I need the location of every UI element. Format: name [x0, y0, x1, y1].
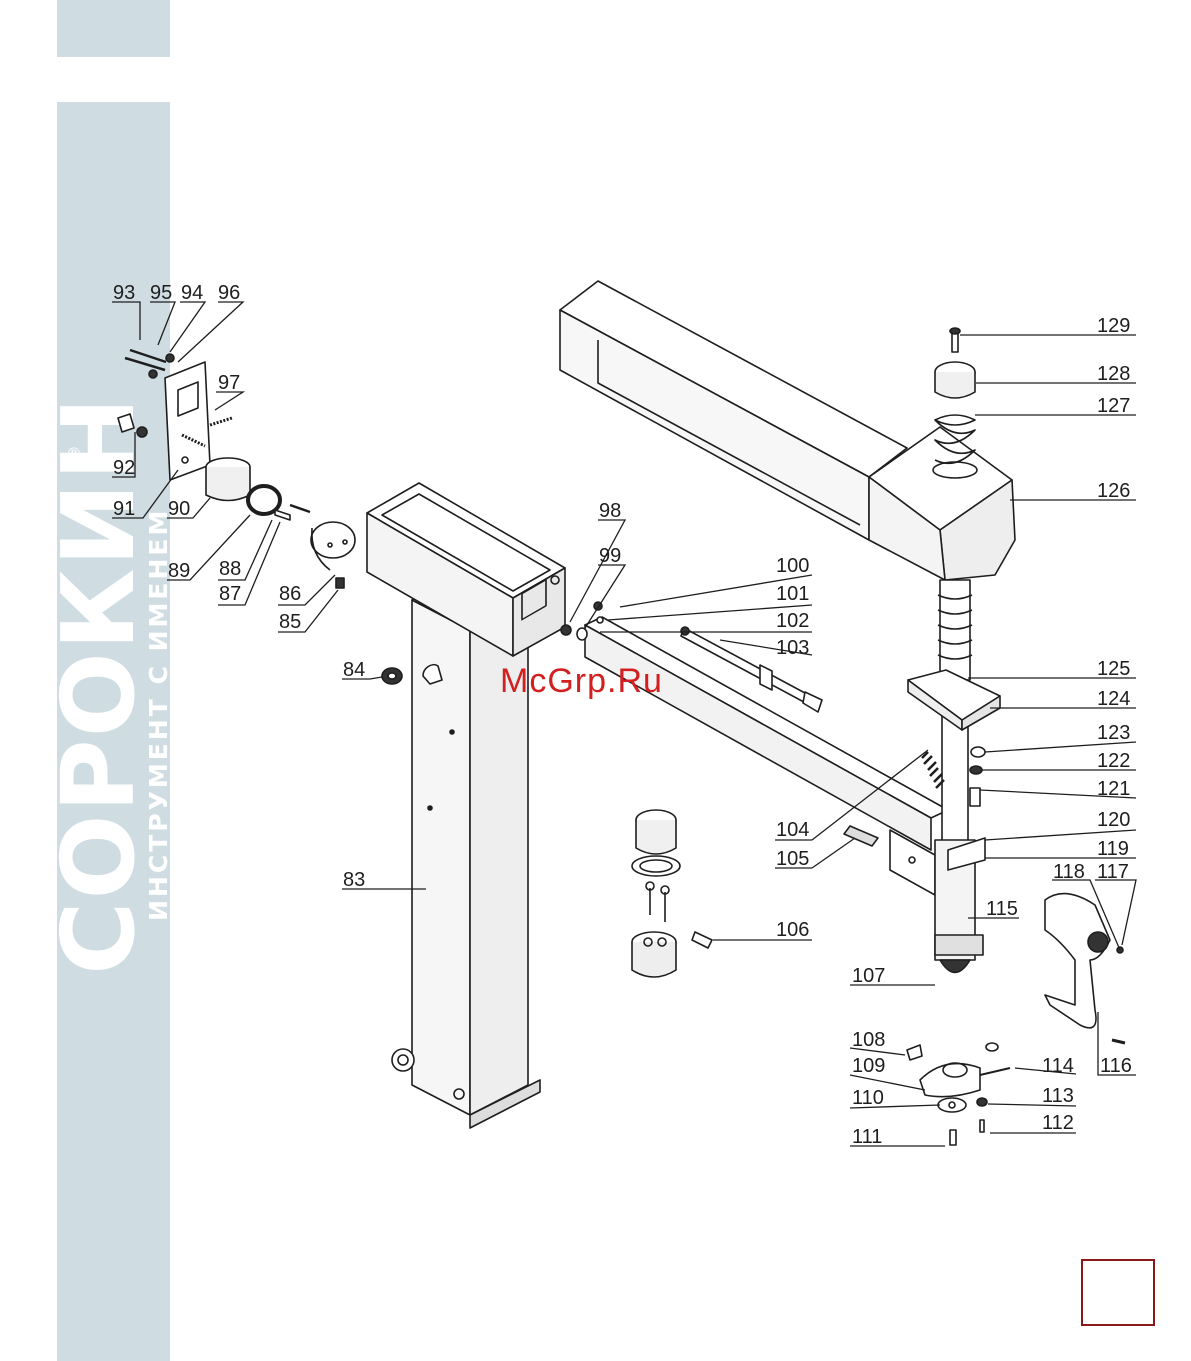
part-label-108: 108	[852, 1029, 885, 1051]
part-label-107: 107	[852, 965, 885, 987]
part-label-123: 123	[1097, 722, 1130, 744]
bellows-column-125	[935, 580, 983, 973]
swing-arm	[585, 617, 948, 895]
part-label-113: 113	[1042, 1085, 1074, 1107]
part-label-92: 92	[113, 457, 135, 479]
part-label-91: 91	[113, 498, 135, 520]
part-label-98: 98	[599, 500, 621, 522]
part-label-122: 122	[1097, 750, 1130, 772]
part-label-110: 110	[852, 1087, 884, 1109]
part-label-103: 103	[776, 637, 809, 659]
part-label-90: 90	[168, 498, 190, 520]
part-label-114: 114	[1042, 1055, 1074, 1077]
part-label-89: 89	[168, 560, 190, 582]
part-label-127: 127	[1097, 395, 1130, 417]
part-label-129: 129	[1097, 315, 1130, 337]
part-label-100: 100	[776, 555, 809, 577]
part-label-96: 96	[218, 282, 240, 304]
part-label-84: 84	[343, 659, 365, 681]
part-label-102: 102	[776, 610, 809, 632]
part-label-109: 109	[852, 1055, 885, 1077]
foot-assembly	[907, 1043, 1010, 1145]
part-label-119: 119	[1097, 838, 1129, 860]
part-label-117: 117	[1097, 861, 1129, 883]
roller-assembly-106	[632, 810, 712, 977]
part-label-95: 95	[150, 282, 172, 304]
part-label-118: 118	[1053, 861, 1085, 883]
part-label-99: 99	[599, 545, 621, 567]
part-label-105: 105	[776, 848, 809, 870]
part-label-125: 125	[1097, 658, 1130, 680]
part-label-121: 121	[1097, 778, 1130, 800]
part-label-83: 83	[343, 869, 365, 891]
part-label-115: 115	[986, 898, 1018, 920]
part-label-97: 97	[218, 372, 240, 394]
part-label-126: 126	[1097, 480, 1130, 502]
part-label-124: 124	[1097, 688, 1130, 710]
part-label-111: 111	[852, 1126, 882, 1148]
part-label-112: 112	[1042, 1112, 1074, 1134]
watermark-text: McGrp.Ru	[500, 662, 663, 701]
part-label-120: 120	[1097, 809, 1130, 831]
part-label-88: 88	[219, 558, 241, 580]
part-label-87: 87	[219, 583, 241, 605]
part-label-101: 101	[776, 583, 809, 605]
part-label-93: 93	[113, 282, 135, 304]
part-label-104: 104	[776, 819, 809, 841]
column-post-83	[392, 575, 540, 1128]
part-label-106: 106	[776, 919, 809, 941]
part-label-85: 85	[279, 611, 301, 633]
top-boom-126	[560, 281, 1015, 580]
handle-116	[1045, 894, 1125, 1043]
part-label-128: 128	[1097, 363, 1130, 385]
part-label-116: 116	[1100, 1055, 1132, 1077]
part-label-86: 86	[279, 583, 301, 605]
page-number-box	[1081, 1259, 1155, 1326]
part-label-94: 94	[181, 282, 203, 304]
